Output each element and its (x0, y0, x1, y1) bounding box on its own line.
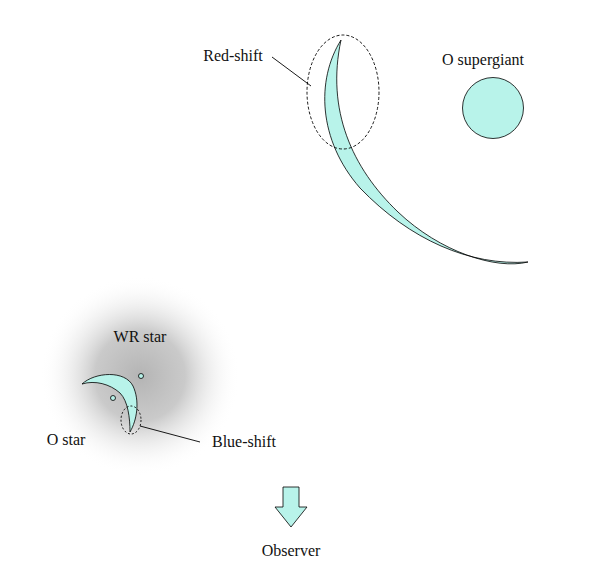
star-dot-shape (111, 396, 116, 401)
dashed-ellipse (121, 406, 141, 434)
leader-line (140, 426, 200, 442)
bow-shock-band (325, 40, 528, 264)
star-dot: WR star (138, 373, 144, 379)
star-circle: O supergiant (462, 77, 524, 139)
wind-glow (40, 276, 240, 476)
leader-line (272, 57, 311, 86)
observer-arrow-outline (275, 487, 307, 527)
star-circle-shape (463, 78, 524, 139)
star-dot-shape (139, 374, 144, 379)
star-dot: O star (110, 395, 116, 401)
star-dot-outline (138, 373, 144, 379)
node-label: WR star (114, 329, 167, 345)
dashed-ellipse (307, 35, 379, 149)
node-label: Observer (262, 543, 321, 559)
node-label: O star (47, 432, 86, 448)
node-label: O supergiant (442, 52, 524, 68)
star-circle-outline (462, 77, 524, 139)
region-label: Blue-shift (212, 434, 276, 450)
arrow-shape (275, 487, 307, 527)
collision-shock (82, 375, 137, 433)
observer-arrow: Observer (275, 487, 307, 527)
region-label: Red-shift (203, 48, 263, 64)
star-dot-outline (110, 395, 116, 401)
